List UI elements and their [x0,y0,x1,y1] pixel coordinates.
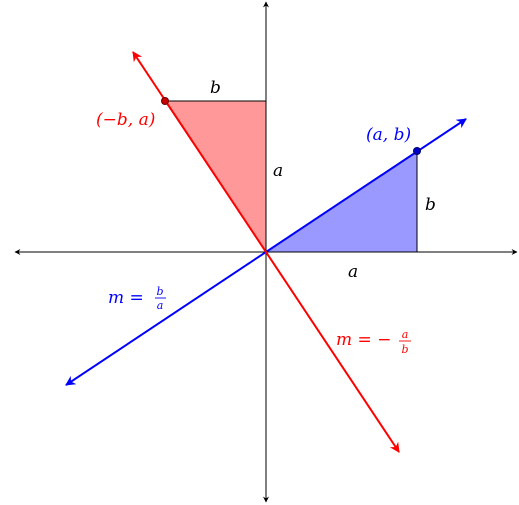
blue-slope-numerator: b [156,285,163,298]
blue-point [413,147,421,155]
red-slope-prefix: m = − [336,330,391,350]
blue-slope-denominator: a [157,299,164,312]
red-slope-label: m = − a b [336,328,411,356]
red-vertical-leg-label: a [273,161,283,181]
blue-horizontal-leg-label: a [348,262,358,282]
blue-slope-label: m = b a [108,285,166,312]
red-slope-numerator: a [402,328,409,341]
red-slope-denominator: b [401,343,408,356]
blue-vertical-leg-label: b [425,195,436,215]
red-horizontal-leg-label: b [210,78,221,98]
red-point [161,97,169,105]
red-point-label: (−b, a) [96,110,155,130]
red-line [132,51,400,453]
blue-point-label: (a, b) [366,125,411,145]
blue-slope-prefix: m = [108,288,149,308]
